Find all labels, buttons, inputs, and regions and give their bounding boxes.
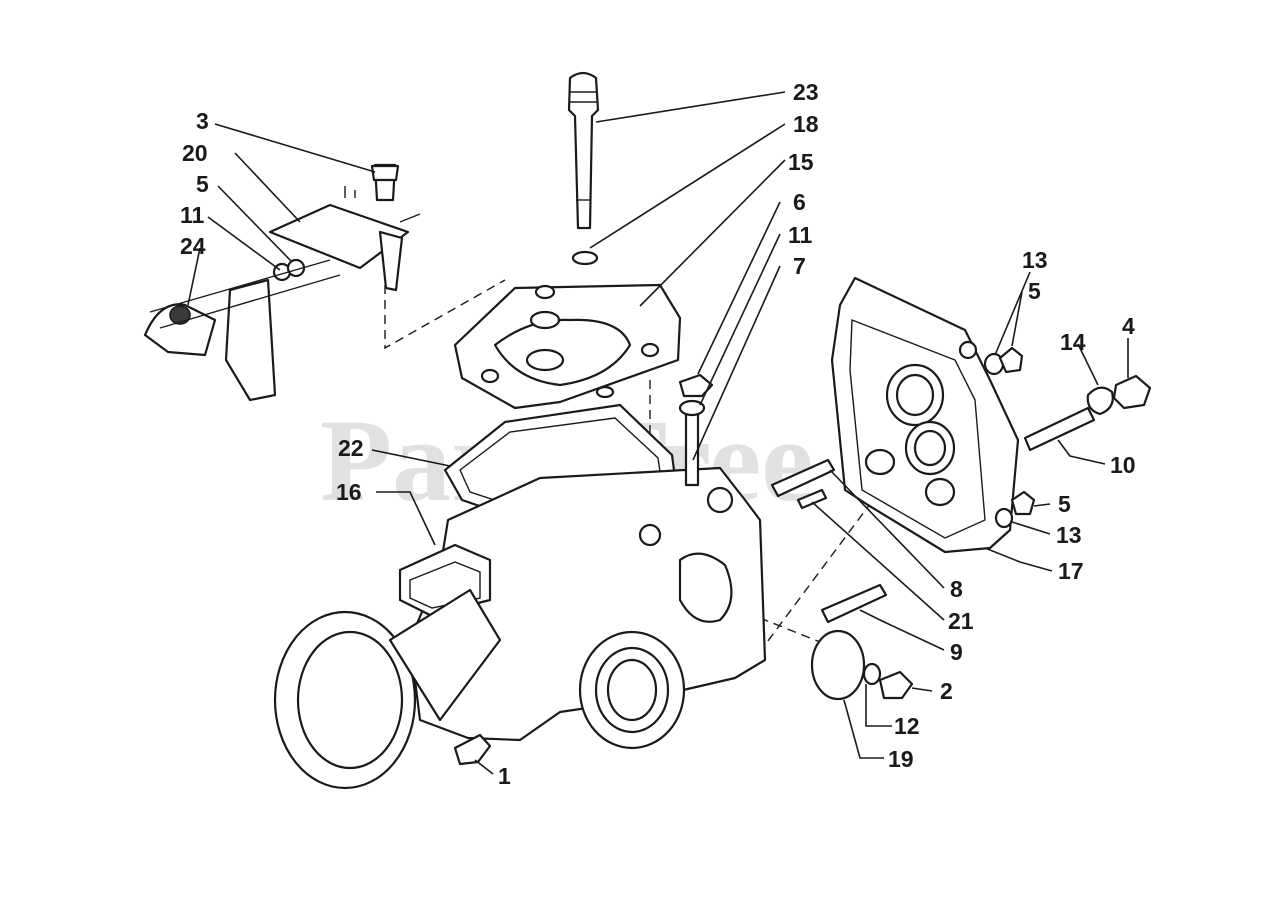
bolt-1-part[interactable] [453, 733, 492, 766]
callout-15: 15 [788, 149, 814, 175]
callout-21: 21 [948, 608, 974, 634]
callout-1: 1 [498, 763, 511, 789]
callout-23: 23 [793, 79, 819, 105]
stud-7-part[interactable] [684, 408, 700, 487]
nut-6-part[interactable] [678, 373, 714, 398]
stud-8-part[interactable] [770, 458, 836, 498]
nut-4-part[interactable] [1112, 374, 1152, 410]
callout-18: 18 [793, 111, 819, 137]
shift-lever-part[interactable] [567, 71, 600, 230]
cover-disc-19-part[interactable] [810, 629, 866, 701]
washer-11-part[interactable] [678, 399, 706, 417]
washer-13-lower-part[interactable] [994, 507, 1014, 529]
callout-13b: 13 [1056, 522, 1082, 548]
callout-11a: 11 [788, 222, 813, 248]
bolt-2-part[interactable] [878, 670, 914, 700]
callout-5a: 5 [196, 171, 209, 197]
o-ring-part[interactable] [571, 250, 599, 266]
callout-19: 19 [888, 746, 914, 772]
bracket-20-part [268, 203, 410, 270]
callout-20: 20 [182, 140, 208, 166]
callout-labels: 23 18 15 6 11 7 3 20 5 11 24 13 5 14 4 2… [180, 79, 1136, 789]
callout-5c: 5 [1058, 491, 1071, 517]
callout-11b: 11 [180, 202, 205, 228]
cover-plate-part[interactable] [453, 283, 682, 410]
callout-17: 17 [1058, 558, 1084, 584]
nut-5-lower-part[interactable] [1010, 490, 1036, 516]
callout-16: 16 [336, 479, 362, 505]
callout-3: 3 [196, 108, 209, 134]
stud-10-part[interactable] [1023, 406, 1096, 452]
side-cover-part[interactable] [830, 276, 1020, 554]
leader-lines [187, 91, 1129, 775]
callout-8: 8 [950, 576, 963, 602]
main-housing-part[interactable] [273, 466, 767, 790]
callout-9: 9 [950, 639, 963, 665]
callout-10: 10 [1110, 452, 1136, 478]
linkage-assembly[interactable] [143, 163, 421, 402]
callout-6: 6 [793, 189, 806, 215]
callout-24: 24 [180, 233, 206, 259]
callout-13a: 13 [1022, 247, 1048, 273]
callout-7: 7 [793, 253, 806, 279]
callout-2: 2 [940, 678, 953, 704]
nut-5-upper-part[interactable] [998, 346, 1024, 374]
dowel-pin-part[interactable] [796, 488, 828, 510]
callout-5b: 5 [1028, 278, 1041, 304]
stud-9-part[interactable] [820, 583, 888, 624]
washer-12-part[interactable] [862, 662, 882, 686]
callout-12: 12 [894, 713, 920, 739]
callout-14: 14 [1060, 329, 1086, 355]
callout-4: 4 [1122, 313, 1135, 339]
lock-washer-14-part[interactable] [1086, 386, 1114, 416]
callout-22: 22 [338, 435, 364, 461]
